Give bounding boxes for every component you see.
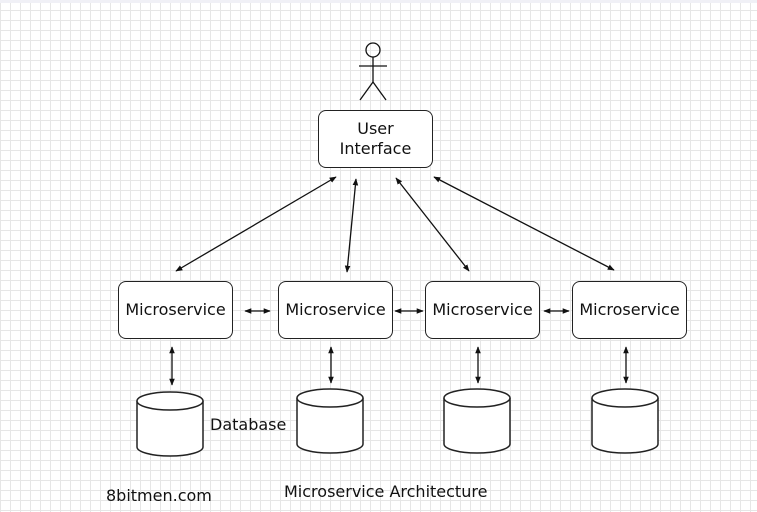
user-actor-icon	[359, 42, 387, 101]
microservice-box-1: Microservice	[118, 281, 233, 339]
database-label: Database	[210, 415, 287, 434]
arrow-ui-svc3	[395, 177, 470, 272]
diagram-caption: Microservice Architecture	[284, 482, 488, 501]
top-border	[0, 0, 757, 3]
microservice-box-3: Microservice	[425, 281, 540, 339]
database-cylinder-icon	[591, 388, 659, 454]
user-interface-box: User Interface	[318, 110, 433, 168]
microservice-box-2: Microservice	[278, 281, 393, 339]
microservice-box-4: Microservice	[572, 281, 687, 339]
watermark-text: 8bitmen.com	[106, 486, 212, 505]
database-cylinder-icon	[296, 388, 364, 454]
arrow-ui-svc2	[344, 178, 359, 273]
arrow-ui-svc1	[175, 176, 337, 272]
database-cylinder-icon	[136, 391, 204, 457]
arrow-ui-svc4	[433, 176, 615, 271]
database-cylinder-icon	[443, 388, 511, 454]
